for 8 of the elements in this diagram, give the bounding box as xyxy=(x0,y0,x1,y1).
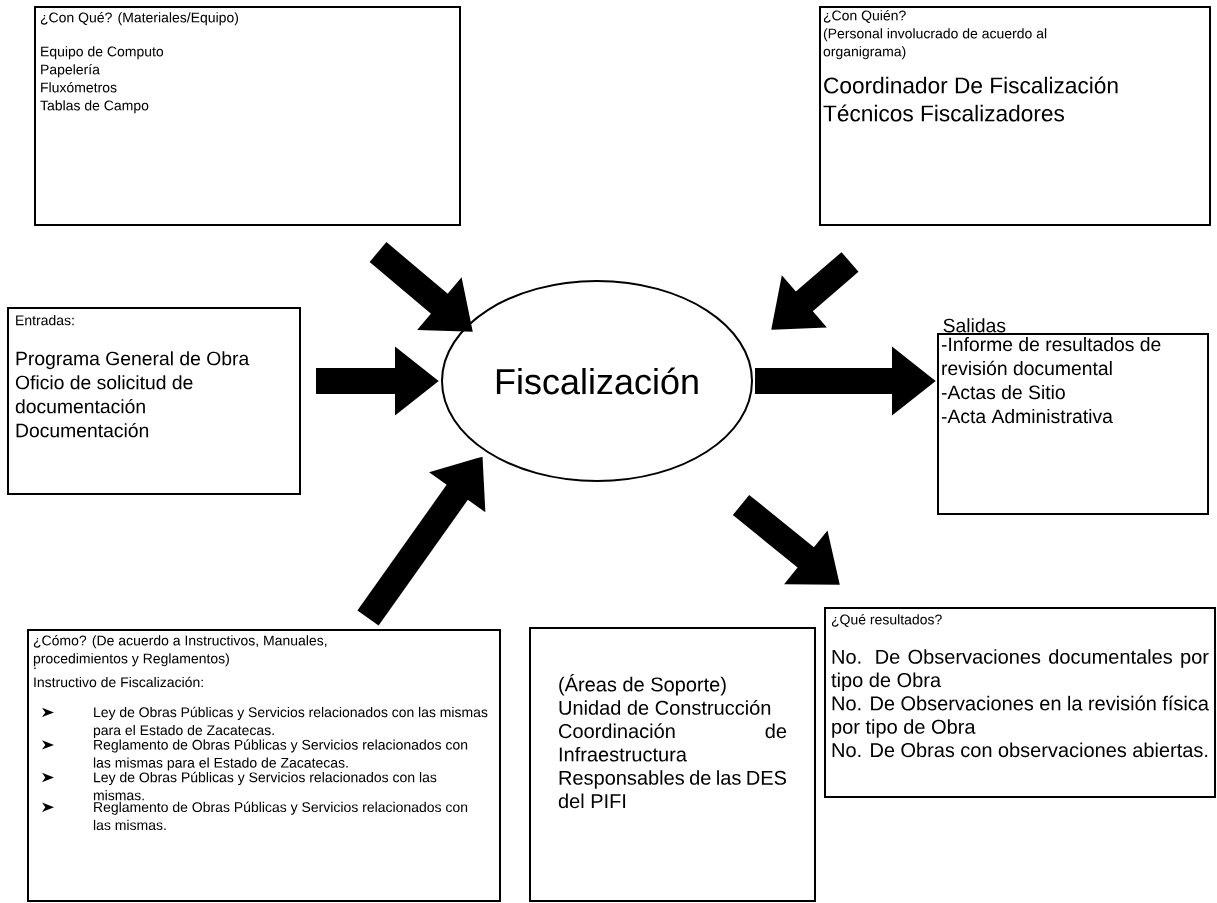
box-heading: Salidas xyxy=(943,318,1006,333)
info-box: ¿Con Qué? (Materiales/Equipo) Equipo de Computo Papelería Fluxómetros Tablas de Campo xyxy=(34,6,461,226)
info-box: Entradas: Programa General de Obra Oficio de solicitud de documentación Documentación xyxy=(7,307,301,495)
info-box: ¿Con Quién? (Personal involucrado de acuerdo al organigrama) Coordinador De Fiscalización Técnicos Fiscalizadores xyxy=(819,6,1211,226)
info-box: (Áreas de Soporte) Unidad de Construcción Coordinación de Infraestructura Responsables de las DES del PIFI xyxy=(529,627,816,902)
info-box: ¿Qué resultados? No. De Observaciones documentales por tipo de Obra No. De Observaciones en la revisión física por tipo de Obra No. De Obras con observaciones abiertas. xyxy=(824,607,1216,798)
info-box: -Informe de resultados de revisión documental -Actas de Sitio -Acta Administrativa xyxy=(937,333,1209,515)
info-box: ¿Cómo? (De acuerdo a Instructivos, Manuales, procedimientos y Reglamentos) . Instructivo de Fiscalización: Ley de Obras Públicas y Servicios relacionados con las mismas para el Estado de Zacatecas. Reglamento de Obras Públicas y Servicios relacionados con las mismas para el Estado de Zacatecas. Ley de Obras Públicas y Servicios relacionados con las mismas. Reglamento de Obras Públicas y Servicios relacionados con las mismas. xyxy=(27,629,501,902)
